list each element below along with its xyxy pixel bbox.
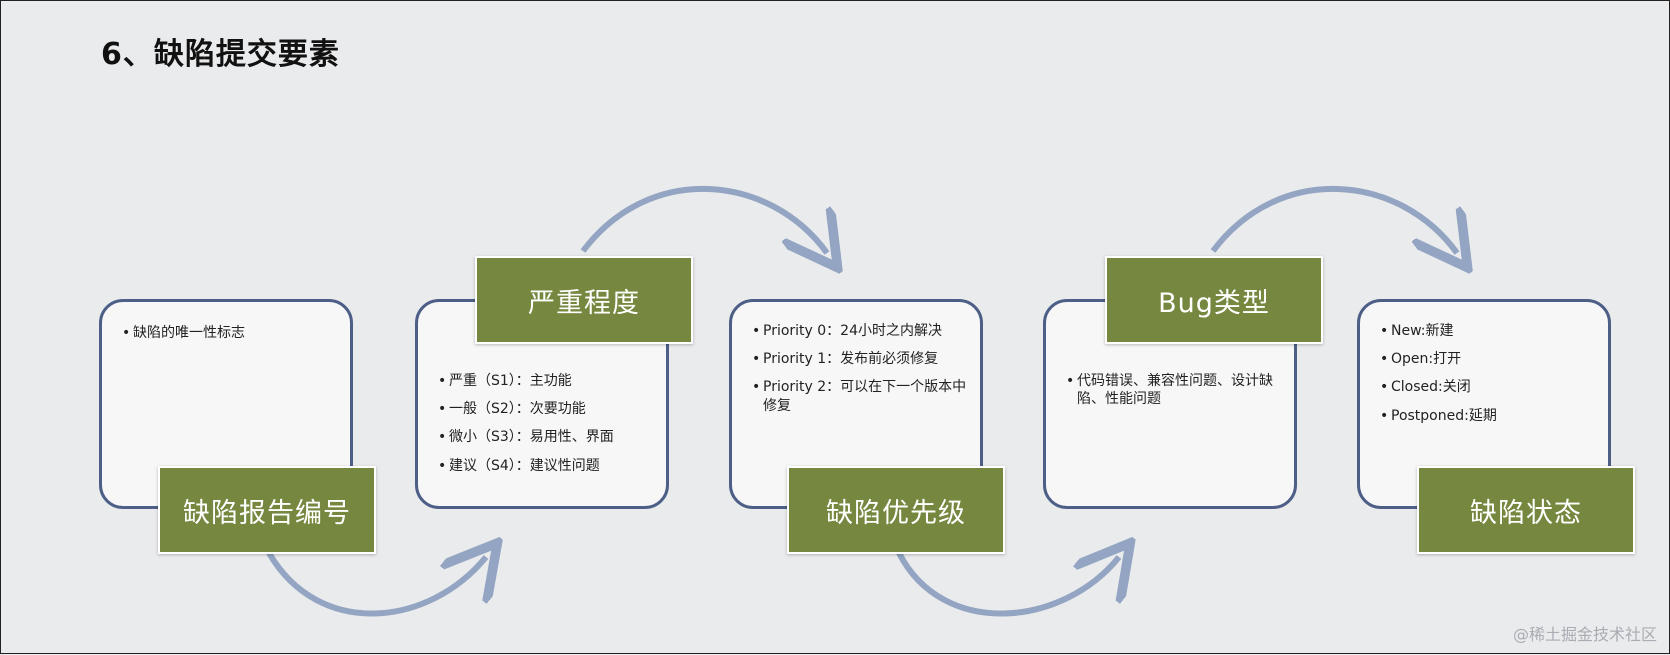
element-tag-bug-type: Bug类型 [1105, 256, 1323, 344]
flow-arrow-3 [896, 553, 1119, 617]
flow-arrow-1 [266, 553, 486, 617]
element-item: 建议（S4）：建议性问题 [438, 457, 654, 475]
element-item: Postponed:延期 [1380, 407, 1596, 425]
element-item: Priority 2：可以在下一个版本中修复 [752, 378, 968, 414]
element-items-status: New:新建 Open:打开 Closed:关闭 Postponed:延期 [1380, 322, 1596, 435]
element-item: 一般（S2）：次要功能 [438, 400, 654, 418]
element-item: 代码错误、兼容性问题、设计缺陷、性能问题 [1066, 372, 1282, 408]
element-items-severity: 严重（S1）：主功能 一般（S2）：次要功能 微小（S3）：易用性、界面 建议（… [438, 372, 654, 485]
element-item: 微小（S3）：易用性、界面 [438, 428, 654, 446]
element-items-bug-type: 代码错误、兼容性问题、设计缺陷、性能问题 [1066, 372, 1282, 418]
element-item: New:新建 [1380, 322, 1596, 340]
element-item: Priority 1：发布前必须修复 [752, 350, 968, 368]
element-tag-defect-id: 缺陷报告编号 [158, 466, 376, 554]
element-items-defect-id: 缺陷的唯一性标志 [122, 324, 338, 352]
element-item: Priority 0：24小时之内解决 [752, 322, 968, 340]
flow-arrow-2 [580, 185, 827, 253]
element-tag-severity-front: 严重程度 [475, 256, 693, 344]
element-tag-priority: 缺陷优先级 [787, 466, 1005, 554]
element-item: 严重（S1）：主功能 [438, 372, 654, 390]
element-item: Open:打开 [1380, 350, 1596, 368]
watermark: @稀土掘金技术社区 [1512, 625, 1657, 644]
element-item: Closed:关闭 [1380, 378, 1596, 396]
element-item: 缺陷的唯一性标志 [122, 324, 338, 342]
element-items-priority: Priority 0：24小时之内解决 Priority 1：发布前必须修复 P… [752, 322, 968, 425]
flow-arrow-4 [1210, 185, 1457, 253]
slide-title: 6、缺陷提交要素 [101, 37, 340, 72]
element-tag-status: 缺陷状态 [1417, 466, 1635, 554]
